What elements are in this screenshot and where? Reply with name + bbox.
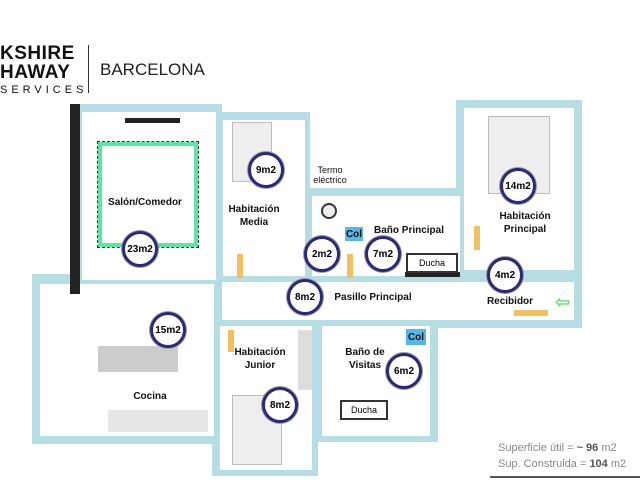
wardrobe <box>298 330 312 390</box>
exterior-wall <box>70 104 80 294</box>
area-badge: 9m2 <box>248 152 284 188</box>
window <box>405 272 460 277</box>
divider <box>490 476 640 478</box>
entry-arrow-icon: ⇦ <box>555 292 571 312</box>
shower: Ducha <box>340 400 388 420</box>
room-label: Baño Principal <box>373 225 445 236</box>
area-badge: 8m2 <box>262 387 298 423</box>
area-badge: 14m2 <box>500 168 536 204</box>
built-surface: Sup. Construida = 104 m2 <box>498 458 627 470</box>
room-label: Cocina <box>133 391 167 402</box>
door <box>347 254 353 278</box>
dining-rug <box>97 141 199 248</box>
brand-line1: KSHIRE <box>0 43 75 64</box>
area-badge: 6m2 <box>386 353 422 389</box>
kitchen-counter <box>108 410 208 432</box>
logo-divider <box>88 45 89 93</box>
room-label: Recibidor <box>486 296 534 307</box>
shower: Ducha <box>406 253 458 273</box>
area-badge: 8m2 <box>287 279 323 315</box>
area-badge: 23m2 <box>122 231 158 267</box>
door <box>237 254 243 278</box>
area-badge: 7m2 <box>365 236 401 272</box>
water-heater-icon <box>321 203 337 219</box>
kitchen-table <box>98 346 178 372</box>
useful-surface: Superficie útil = ~ 96 m2 <box>498 442 617 454</box>
window <box>125 118 180 123</box>
brand-line2: HAWAY <box>0 62 71 83</box>
office-name: BARCELONA <box>100 60 205 79</box>
brand-line3: SERVICES <box>0 84 88 96</box>
area-badge: 4m2 <box>487 257 523 293</box>
area-badge: 15m2 <box>150 312 186 348</box>
column: Col <box>406 329 426 345</box>
door <box>228 330 234 352</box>
area-badge: 2m2 <box>304 236 340 272</box>
door <box>474 226 480 250</box>
room-label: Pasillo Principal <box>334 292 412 303</box>
room-label: Salón/Comedor <box>108 197 182 208</box>
entrance-door <box>514 310 548 316</box>
column: Col <box>345 227 363 241</box>
